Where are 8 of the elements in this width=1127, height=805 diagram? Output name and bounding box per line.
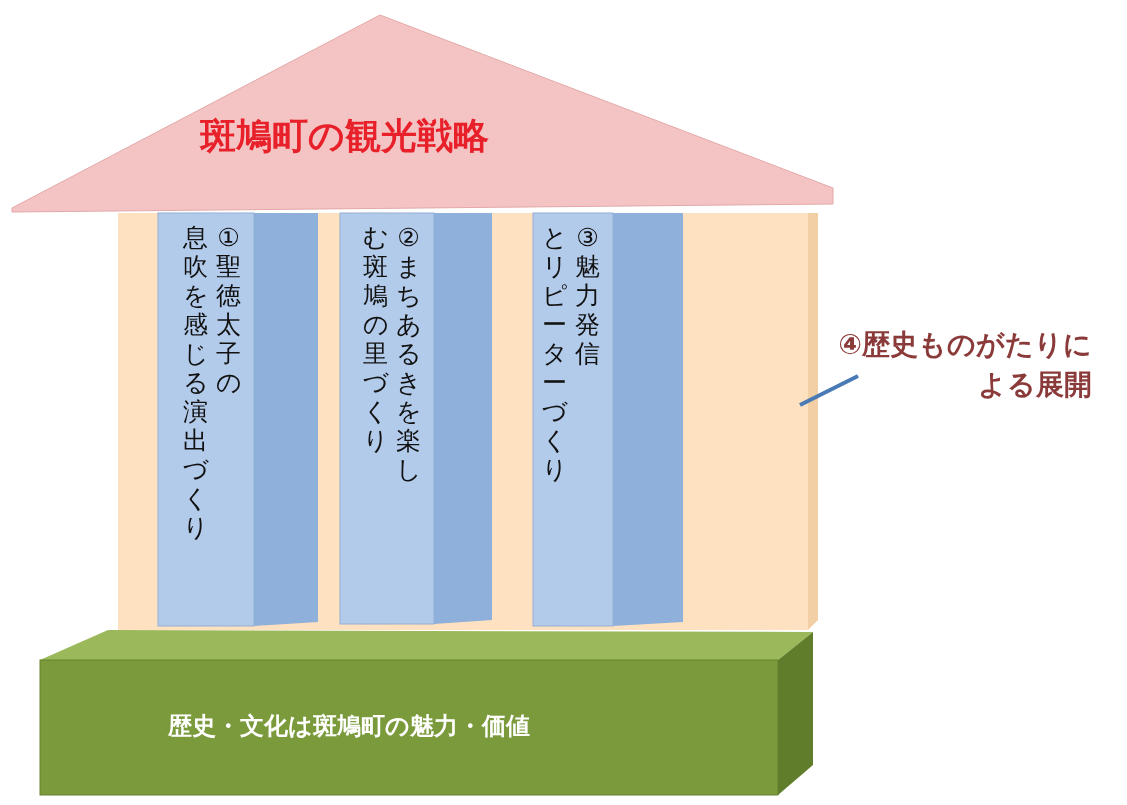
foundation-label: 歴史・文化は斑鳩町の魅力・価値 xyxy=(168,711,530,742)
pillar-label: ①聖徳太子の息吹を感じる演出づくり xyxy=(182,223,242,542)
roof-shape xyxy=(10,12,835,212)
pillar-label: ③魅力発信とリピーターづくり xyxy=(541,223,601,484)
pillar-label: ②まちあるきを楽しむ斑鳩の里づくり xyxy=(362,223,422,484)
strategy-label: ④歴史ものがたりによる展開 xyxy=(837,327,1092,403)
leader-line xyxy=(799,374,859,407)
roof-title: 斑鳩町の観光戦略 xyxy=(200,114,489,158)
